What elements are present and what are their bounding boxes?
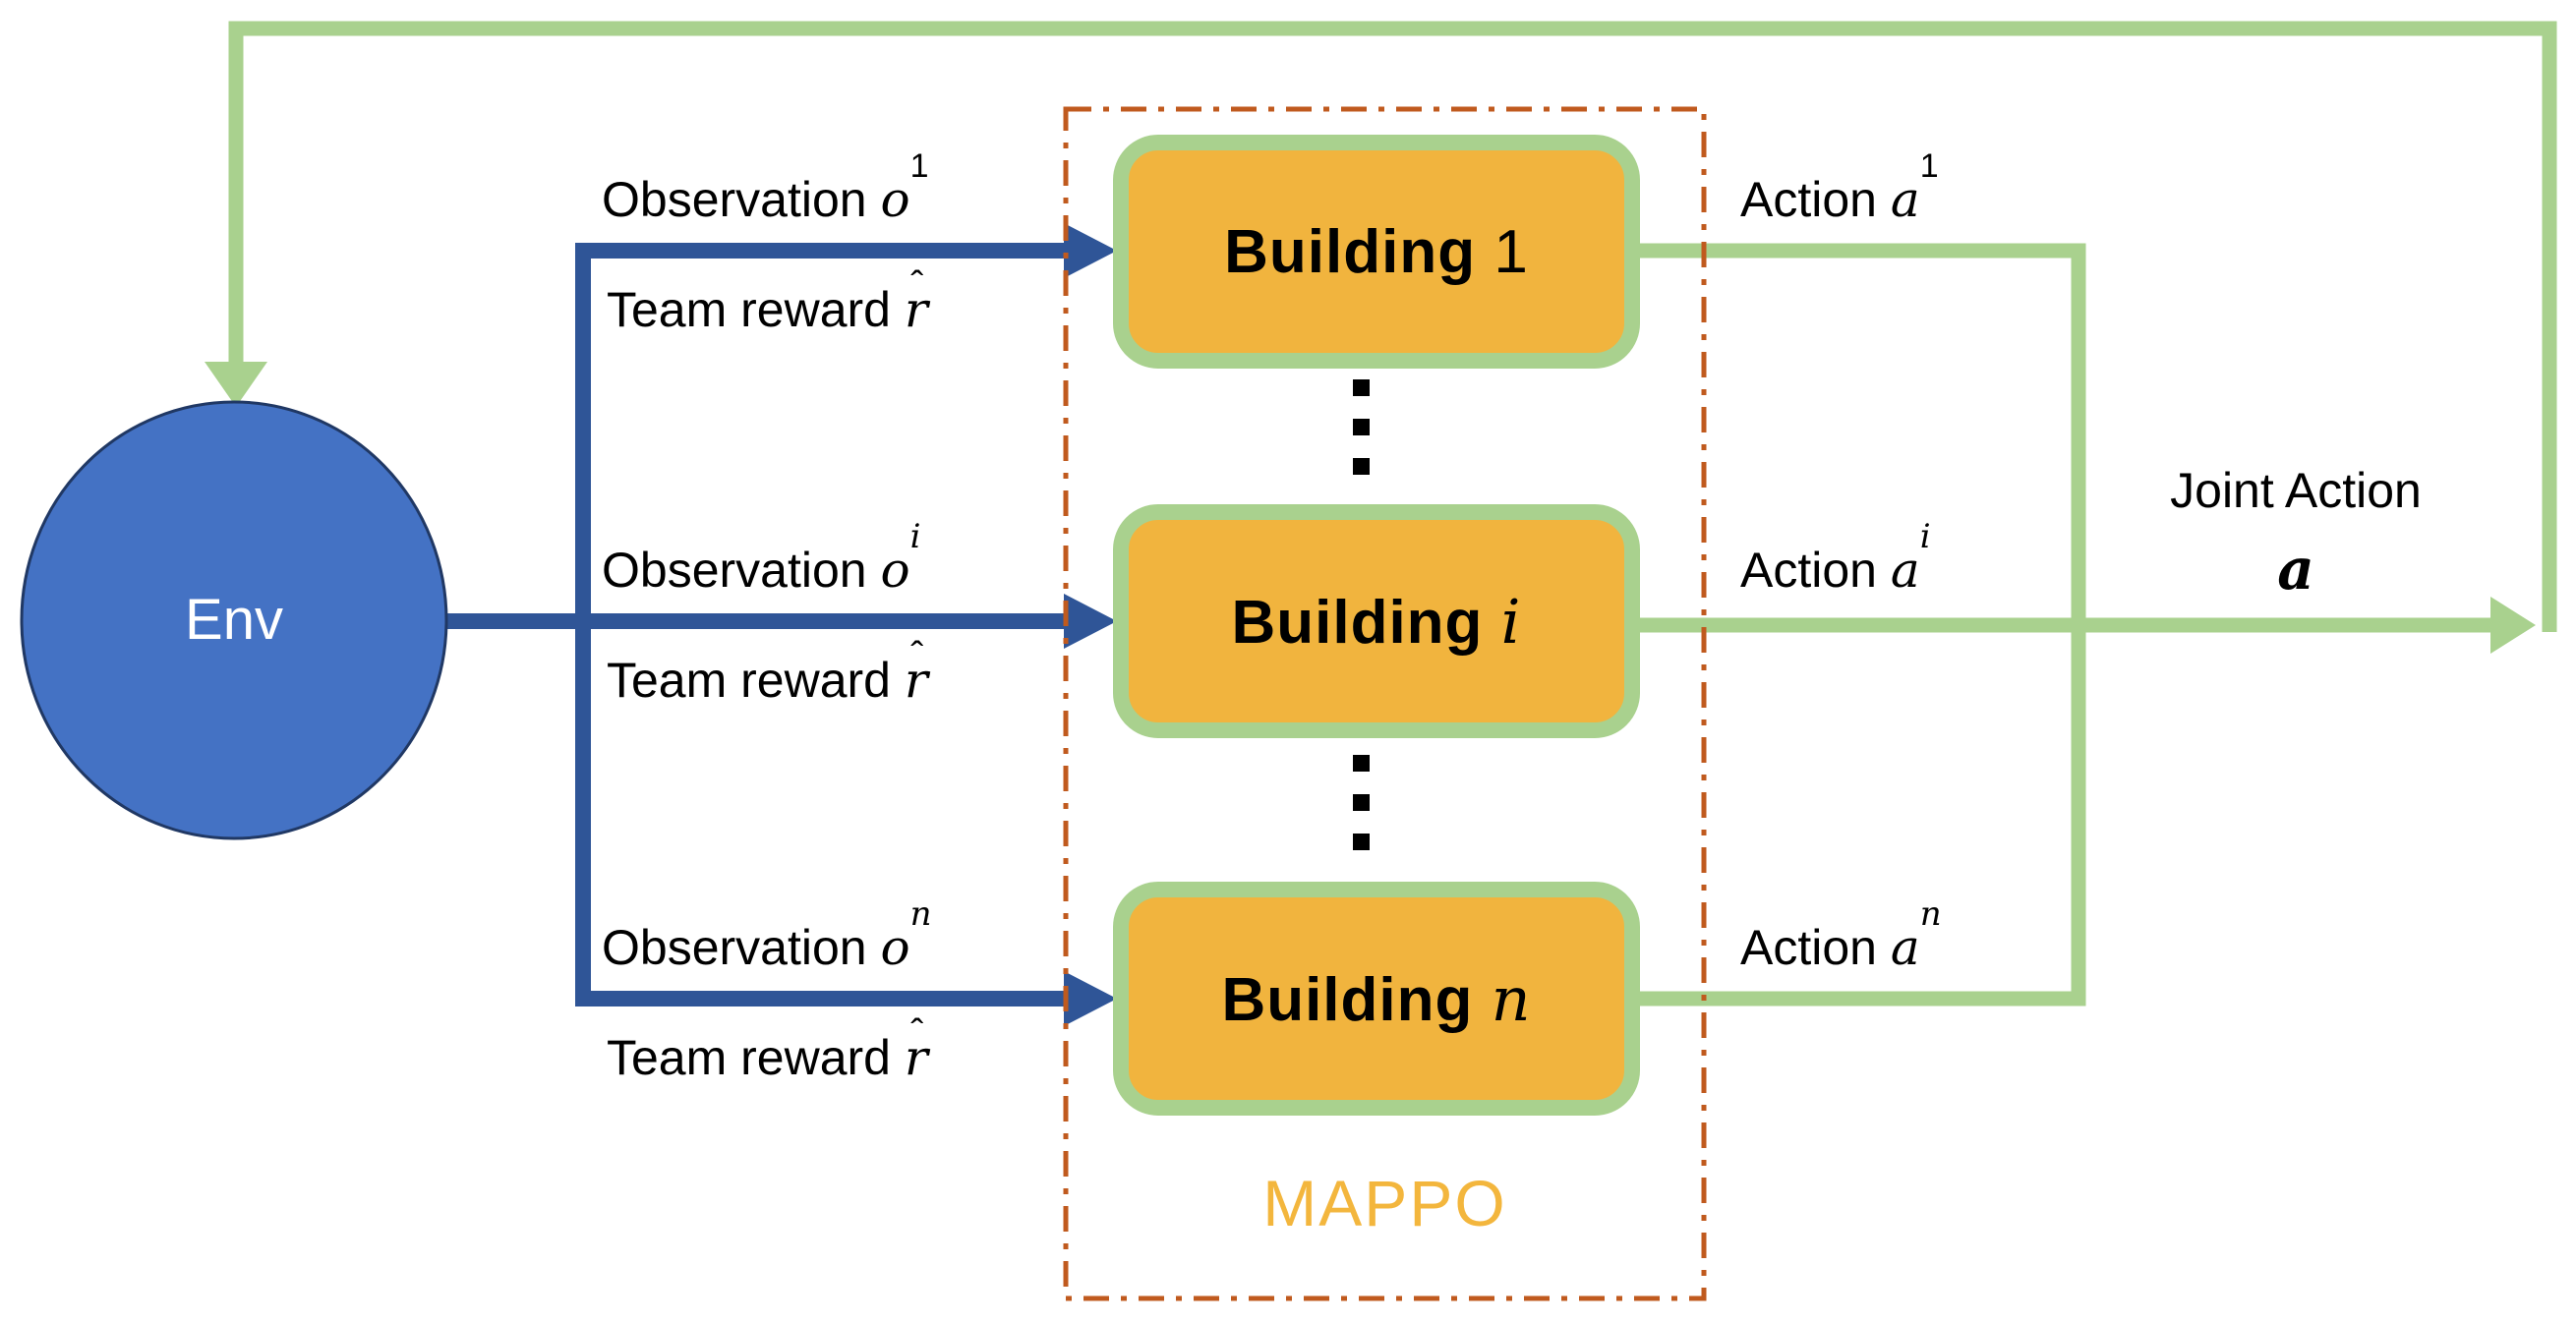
observation-arrowhead-i-icon: [1064, 594, 1117, 649]
building-box-1: Building 1: [1113, 135, 1640, 369]
ellipsis-dot-icon: [1353, 755, 1370, 772]
joint-action-symbol: a: [2277, 536, 2314, 603]
observation-label-1: Observation o1: [602, 147, 929, 228]
action-label-n: Action an: [1740, 894, 1942, 976]
building-box-i: Building i: [1113, 504, 1640, 738]
joint-action-arrowhead-icon: [2490, 597, 2536, 654]
hat-accent: ˆ: [910, 1012, 924, 1056]
hat-accent: ˆ: [910, 635, 924, 678]
observation-label-n: Observation on: [602, 894, 932, 976]
env-label: Env: [185, 588, 283, 652]
action-label-i: Action ai: [1740, 517, 1931, 599]
ellipsis-dot-icon: [1353, 834, 1370, 850]
building-label-1: Building 1: [1224, 217, 1529, 286]
action-line-n: [1632, 625, 2086, 1007]
action-label-1: Action a1: [1740, 147, 1939, 228]
ellipsis-dot-icon: [1353, 458, 1370, 475]
building-label-i: Building i: [1231, 585, 1522, 658]
ellipsis-dot-icon: [1353, 794, 1370, 811]
mappo-label: MAPPO: [1262, 1167, 1507, 1239]
feedback-down-arrowhead-icon: [205, 362, 267, 407]
mappo-dashed-border: [1063, 106, 1707, 1301]
action-line-1: [1632, 243, 2086, 625]
joint-action-label: Joint Action: [2170, 463, 2422, 518]
hat-accent: ˆ: [910, 264, 924, 308]
env-circle: [20, 400, 448, 840]
building-box-n: Building n: [1113, 882, 1640, 1116]
observation-arrowhead-n-icon: [1064, 971, 1117, 1026]
observation-arrowhead-1-icon: [1064, 223, 1117, 278]
building-label-n: Building n: [1221, 962, 1532, 1035]
observation-label-i: Observation oi: [602, 517, 921, 599]
ellipsis-dot-icon: [1353, 419, 1370, 435]
ellipsis-dot-icon: [1353, 379, 1370, 396]
feedback-loop-line: [228, 21, 2557, 632]
